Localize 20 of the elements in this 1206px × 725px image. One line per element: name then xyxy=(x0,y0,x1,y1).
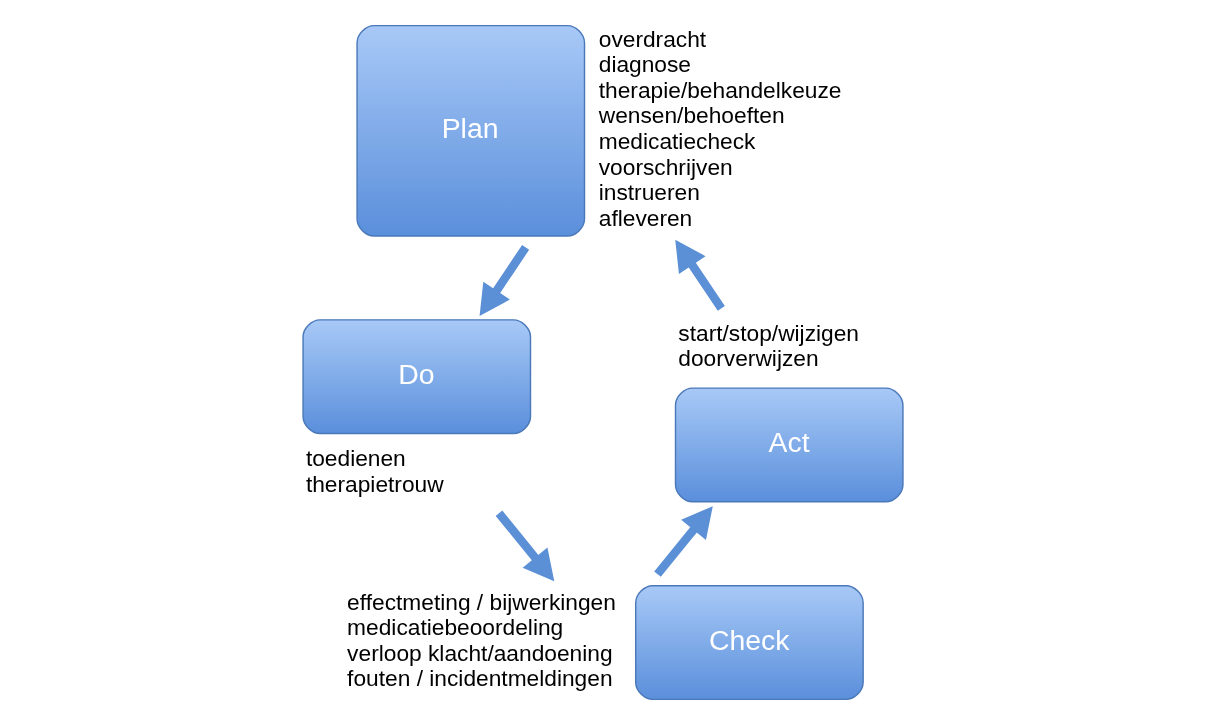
node-label: therapietrouw xyxy=(305,470,444,497)
node-label: wensen/behoeften xyxy=(598,102,785,129)
node-label: overdracht xyxy=(598,25,707,52)
arrow xyxy=(654,506,713,577)
node-label: toedienen xyxy=(305,444,406,471)
node-label: afleveren xyxy=(598,204,693,231)
node-label: medicatiecheck xyxy=(598,127,756,154)
arrow xyxy=(479,245,530,316)
node-label: doorverwijzen xyxy=(678,345,819,372)
node-label: diagnose xyxy=(598,51,692,78)
node-label: voorschrijven xyxy=(598,153,733,180)
node-label: medicatiebeoordeling xyxy=(347,614,564,641)
node-label: fouten / incidentmeldingen xyxy=(347,665,613,692)
node-label: effectmeting / bijwerkingen xyxy=(347,588,616,615)
node-label: start/stop/wijzigen xyxy=(678,319,860,346)
node-label: therapie/behandelkeuze xyxy=(598,76,842,103)
node-label: verloop klacht/aandoening xyxy=(347,639,613,666)
node-label: instrueren xyxy=(598,179,700,206)
arrow xyxy=(495,510,555,582)
arrow xyxy=(675,239,725,311)
